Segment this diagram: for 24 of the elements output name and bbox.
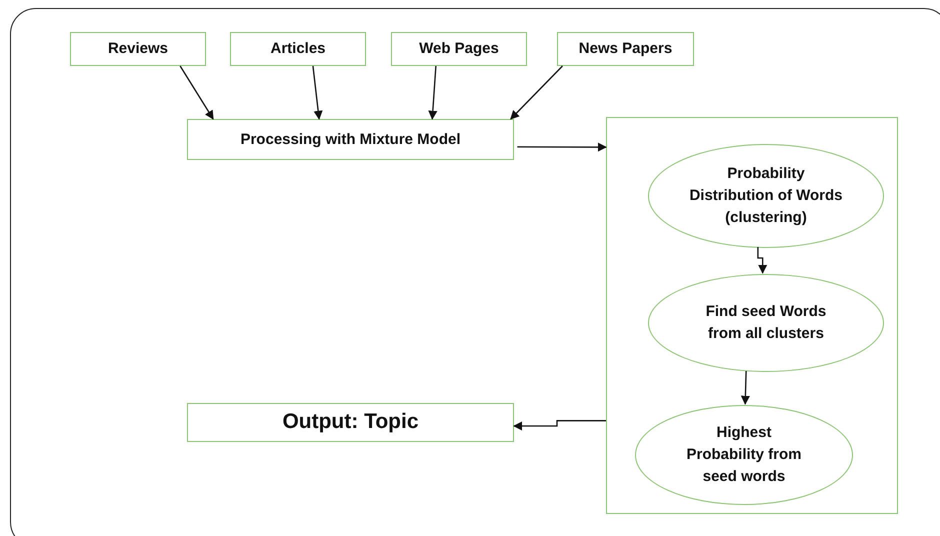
node-label: Processing with Mixture Model	[240, 130, 461, 150]
process-box	[557, 32, 694, 66]
arrow	[740, 370, 750, 405]
node-label: Probability Distribution of Words (clustering)	[689, 164, 843, 228]
arrow	[757, 247, 768, 274]
process-box	[70, 32, 206, 66]
node-label: Output: Topic	[282, 409, 419, 436]
process-box	[187, 403, 514, 442]
arrow	[510, 66, 563, 120]
node-label: Find seed Words from all clusters	[704, 302, 828, 344]
arrow	[517, 142, 607, 152]
node-label: Articles	[270, 39, 326, 60]
node-label: Web Pages	[419, 39, 499, 60]
container-box	[606, 117, 898, 514]
node-label: Reviews	[108, 39, 168, 60]
process-box	[230, 32, 366, 66]
process-box	[391, 32, 527, 66]
arrow	[428, 66, 438, 120]
node-label: News Papers	[578, 39, 672, 60]
node-label: Highest Probability from seed words	[685, 423, 802, 487]
arrow	[312, 66, 323, 120]
process-box	[187, 119, 514, 160]
arrow	[513, 420, 606, 431]
arrow	[180, 66, 214, 120]
